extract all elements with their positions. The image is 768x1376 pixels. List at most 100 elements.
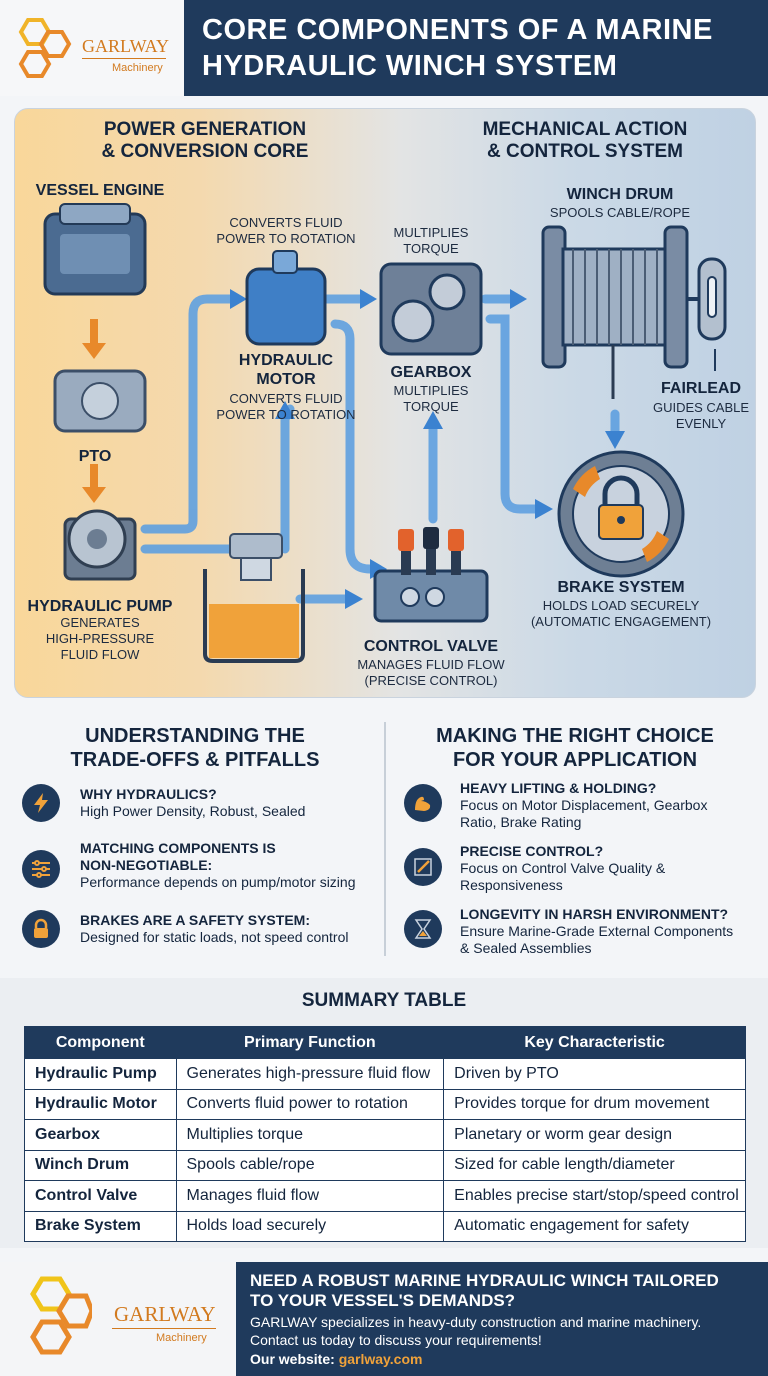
system-diagram: POWER GENERATION & CONVERSION CORE MECHA… — [14, 108, 756, 698]
gearbox-icon — [379, 262, 483, 356]
title-bar: CORE COMPONENTS OF A MARINE HYDRAULIC WI… — [184, 0, 768, 96]
fairlead-desc: GUIDES CABLE EVENLY — [652, 400, 750, 431]
page-title-line1: CORE COMPONENTS OF A MARINE — [202, 14, 713, 46]
table-cell: Hydraulic Pump — [24, 1058, 177, 1090]
column-header: Key Characteristic — [443, 1026, 746, 1059]
table-cell: Multiplies torque — [175, 1119, 445, 1151]
padlock-icon — [22, 910, 60, 948]
table-cell: Enables precise start/stop/speed control — [443, 1180, 746, 1212]
choice-item-3-desc: Ensure Marine-Grade External Components … — [460, 923, 734, 956]
table-cell: Provides torque for drum movement — [443, 1088, 746, 1120]
footer-cta: NEED A ROBUST MARINE HYDRAULIC WINCH TAI… — [236, 1262, 768, 1376]
choice-item-3-title: LONGEVITY IN HARSH ENVIRONMENT? — [460, 906, 729, 922]
left-section-heading: POWER GENERATION & CONVERSION CORE — [101, 119, 309, 162]
table-cell: Winch Drum — [24, 1149, 177, 1181]
tradeoff-item-3-desc: Designed for static loads, not speed con… — [80, 929, 349, 945]
table-cell: Driven by PTO — [443, 1058, 746, 1090]
right-section-heading: MECHANICAL ACTION & CONTROL SYSTEM — [482, 119, 688, 162]
hydraulic-pump-label: HYDRAULIC PUMP — [27, 598, 173, 615]
fairlead-label: FAIRLEAD — [661, 380, 741, 397]
column-header: Primary Function — [175, 1026, 445, 1059]
table-cell: Spools cable/rope — [175, 1149, 445, 1181]
table-cell: Generates high-pressure fluid flow — [175, 1058, 445, 1090]
choice-item-1-desc: Focus on Motor Displacement, Gearbox Rat… — [460, 797, 708, 830]
precision-icon — [404, 848, 442, 886]
website-link[interactable]: garlway.com — [338, 1351, 423, 1367]
hydraulic-motor-top-desc: CONVERTS FLUID POWER TO ROTATION — [216, 215, 356, 246]
page-title-line2: HYDRAULIC WINCH SYSTEM — [202, 50, 618, 82]
website-row: Our website: garlway.com — [250, 1350, 422, 1368]
brake-icon — [557, 450, 685, 578]
hourglass-icon — [404, 910, 442, 948]
table-row: Hydraulic Pump Generates high-pressure f… — [24, 1058, 746, 1090]
header-logo-area: GARLWAY Machinery — [0, 0, 184, 96]
table-cell: Hydraulic Motor — [24, 1088, 177, 1120]
column-header: Component — [24, 1026, 177, 1059]
reservoir-icon — [203, 569, 305, 663]
table-row: Gearbox Multiplies torque Planetary or w… — [24, 1119, 746, 1151]
table-row: Control Valve Manages fluid flow Enables… — [24, 1180, 746, 1212]
winch-drum-icon — [541, 225, 689, 399]
hexagon-logo-icon — [30, 1276, 92, 1355]
fairlead-icon — [687, 257, 727, 371]
brake-system-label: BRAKE SYSTEM — [557, 579, 685, 596]
hydraulic-pump-desc: GENERATES HIGH-PRESSURE FLUID FLOW — [45, 615, 155, 662]
table-cell: Brake System — [24, 1210, 177, 1242]
pto-icon — [53, 369, 147, 433]
control-valve-label: CONTROL VALVE — [363, 638, 499, 655]
tradeoff-item-1-desc: High Power Density, Robust, Sealed — [80, 803, 306, 819]
sliders-icon — [22, 850, 60, 888]
table-cell: Planetary or worm gear design — [443, 1119, 746, 1151]
tradeoffs-heading: UNDERSTANDING THE TRADE-OFFS & PITFALLS — [70, 725, 320, 771]
gearbox-label: GEARBOX — [390, 364, 472, 381]
motor-icon — [245, 250, 327, 346]
table-cell: Control Valve — [24, 1180, 177, 1212]
brake-system-desc: HOLDS LOAD SECURELY (AUTOMATIC ENGAGEMEN… — [530, 598, 712, 629]
tradeoff-item-2-desc: Performance depends on pump/motor sizing — [80, 874, 356, 890]
cta-text: GARLWAY specializes in heavy-duty constr… — [250, 1314, 702, 1348]
choice-item-1-title: HEAVY LIFTING & HOLDING? — [460, 780, 657, 796]
brand-name: GARLWAY — [82, 36, 170, 56]
winch-drum-desc: SPOOLS CABLE/ROPE — [549, 205, 691, 220]
hexagon-logo-icon — [18, 18, 72, 78]
table-cell: Manages fluid flow — [175, 1180, 445, 1212]
tradeoff-item-2-title: MATCHING COMPONENTS IS NON-NEGOTIABLE: — [80, 840, 276, 873]
choice-item-2-desc: Focus on Control Valve Quality & Respons… — [460, 860, 666, 893]
brand-sub: Machinery — [112, 62, 163, 74]
choice-heading: MAKING THE RIGHT CHOICE FOR YOUR APPLICA… — [436, 725, 714, 771]
footer-brand-sub: Machinery — [156, 1332, 207, 1344]
engine-icon — [43, 203, 147, 296]
choice-item-2-title: PRECISE CONTROL? — [460, 843, 604, 859]
footer-brand-name: GARLWAY — [114, 1302, 216, 1326]
table-cell: Converts fluid power to rotation — [175, 1088, 445, 1120]
pto-label: PTO — [78, 448, 112, 465]
table-row: Brake System Holds load securely Automat… — [24, 1210, 746, 1242]
cta-heading: NEED A ROBUST MARINE HYDRAULIC WINCH TAI… — [250, 1271, 719, 1310]
winch-drum-label: WINCH DRUM — [566, 186, 674, 203]
tradeoff-item-1-title: WHY HYDRAULICS? — [80, 786, 217, 802]
tradeoff-item-3-title: BRAKES ARE A SAFETY SYSTEM: — [80, 912, 310, 928]
table-cell: Gearbox — [24, 1119, 177, 1151]
table-row: Winch Drum Spools cable/rope Sized for c… — [24, 1149, 746, 1181]
table-header-row: Component Primary Function Key Character… — [24, 1026, 746, 1059]
hydraulic-motor-desc: CONVERTS FLUID POWER TO ROTATION — [216, 391, 356, 422]
filter-icon — [229, 533, 283, 581]
summary-table: Component Primary Function Key Character… — [24, 1026, 746, 1242]
gearbox-desc: MULTIPLIES TORQUE — [393, 383, 469, 414]
summary-title: SUMMARY TABLE — [301, 990, 467, 1011]
control-valve-desc: MANAGES FLUID FLOW (PRECISE CONTROL) — [357, 657, 505, 688]
table-cell: Sized for cable length/diameter — [443, 1149, 746, 1181]
flow-diagram-graphic — [43, 203, 727, 663]
control-valve-icon — [373, 527, 489, 623]
website-label: Our website: — [250, 1351, 335, 1367]
column-divider — [384, 722, 386, 956]
table-cell: Automatic engagement for safety — [443, 1210, 746, 1242]
vessel-engine-label: VESSEL ENGINE — [35, 182, 165, 199]
bicep-icon — [404, 784, 442, 822]
gearbox-top-desc: MULTIPLIES TORQUE — [393, 225, 469, 256]
lightning-icon — [22, 784, 60, 822]
table-cell: Holds load securely — [175, 1210, 445, 1242]
table-row: Hydraulic Motor Converts fluid power to … — [24, 1088, 746, 1120]
pump-icon — [63, 509, 137, 581]
hydraulic-motor-label: HYDRAULIC MOTOR — [238, 352, 334, 388]
